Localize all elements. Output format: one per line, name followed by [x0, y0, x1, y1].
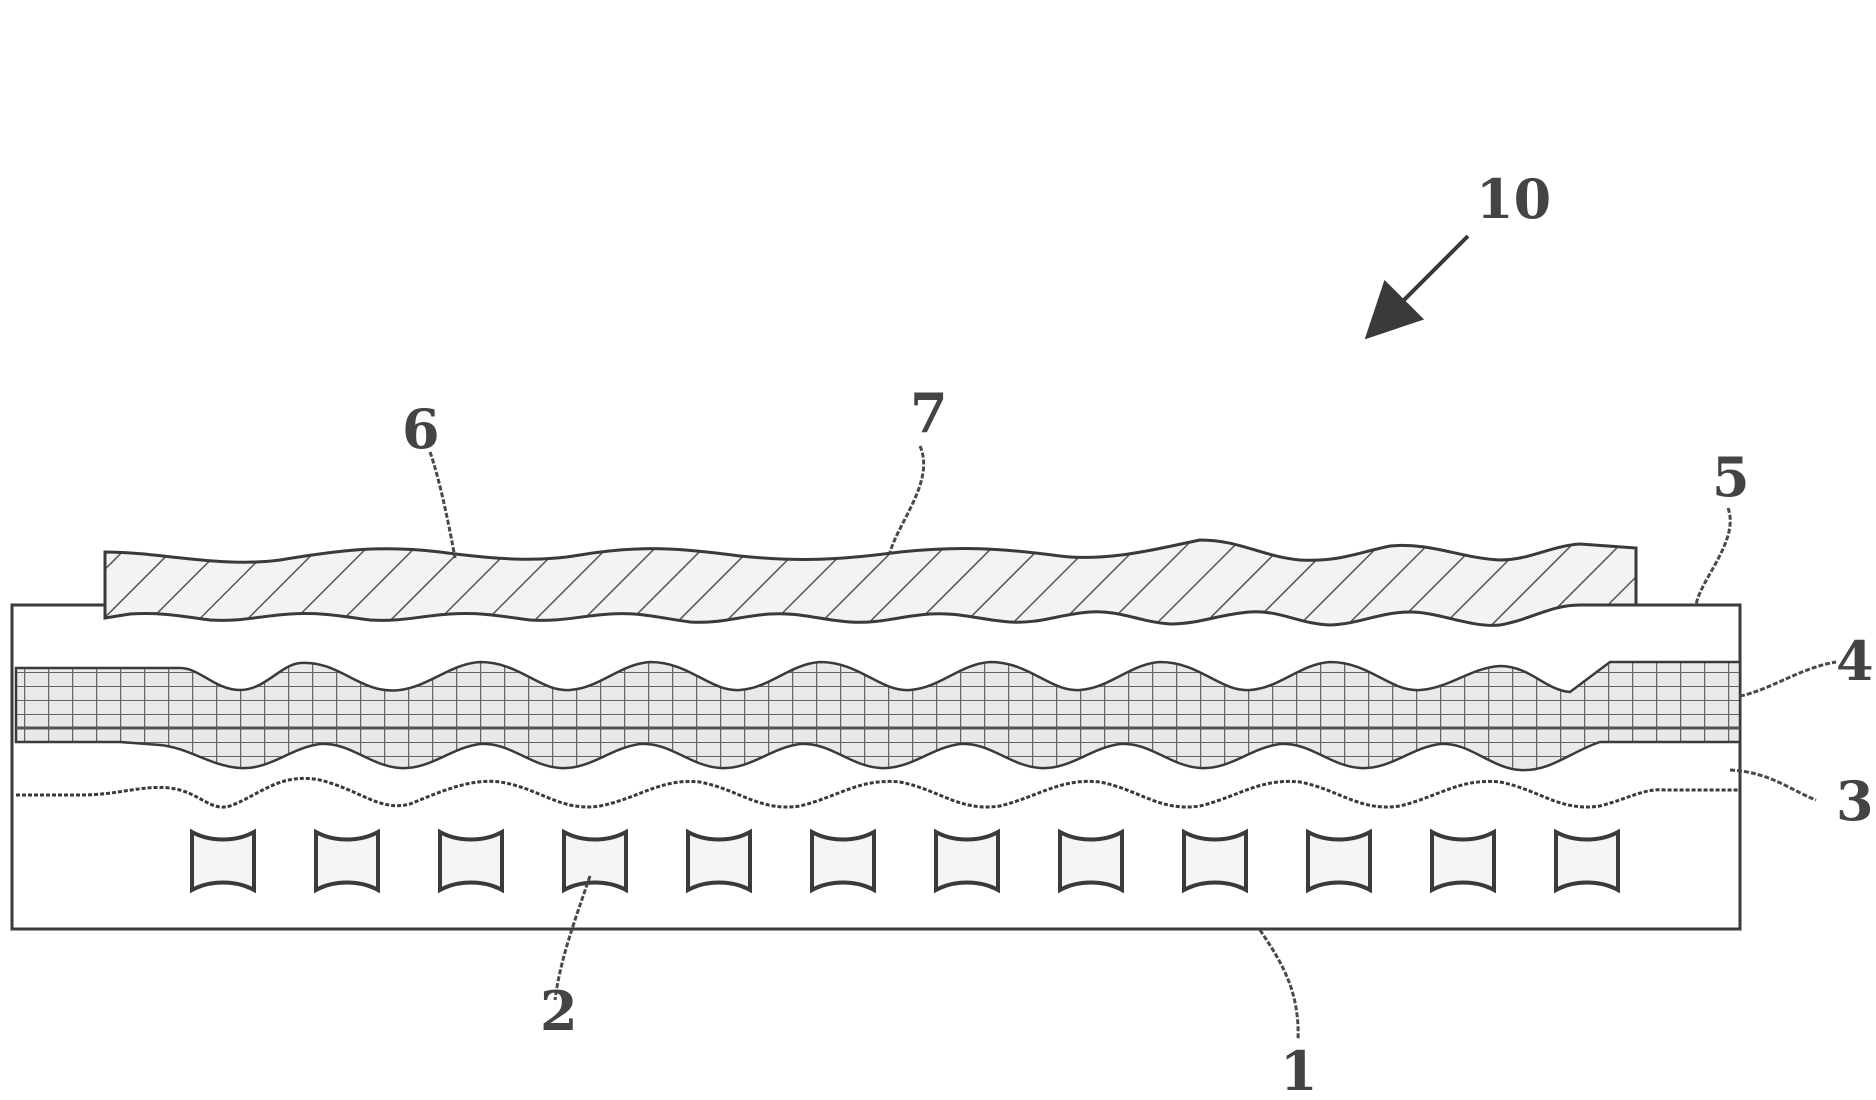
- label-7: 7: [910, 381, 948, 445]
- element-11: [1432, 832, 1494, 890]
- leader-7: [890, 446, 924, 552]
- leader-6: [430, 452, 455, 558]
- element-10: [1308, 832, 1370, 890]
- element-5: [688, 832, 750, 890]
- element-12: [1556, 832, 1618, 890]
- leader-3: [1730, 770, 1816, 800]
- label-3: 3: [1836, 769, 1874, 833]
- element-3: [440, 832, 502, 890]
- leader-4: [1740, 662, 1836, 696]
- label-2: 2: [540, 979, 578, 1043]
- element-4: [564, 832, 626, 890]
- element-7: [936, 832, 998, 890]
- element-9: [1184, 832, 1246, 890]
- label-4: 4: [1836, 629, 1874, 693]
- leader-5: [1696, 508, 1730, 605]
- label-6: 6: [402, 397, 440, 461]
- element-6: [812, 832, 874, 890]
- label-10: 10: [1476, 167, 1551, 231]
- element-1: [192, 832, 254, 890]
- label-1: 1: [1280, 1039, 1318, 1100]
- leader-10-arrow: [1376, 236, 1468, 328]
- element-2: [316, 832, 378, 890]
- element-8: [1060, 832, 1122, 890]
- leader-1: [1260, 930, 1298, 1040]
- layer-7-hatched: [105, 540, 1636, 625]
- label-5: 5: [1712, 445, 1750, 509]
